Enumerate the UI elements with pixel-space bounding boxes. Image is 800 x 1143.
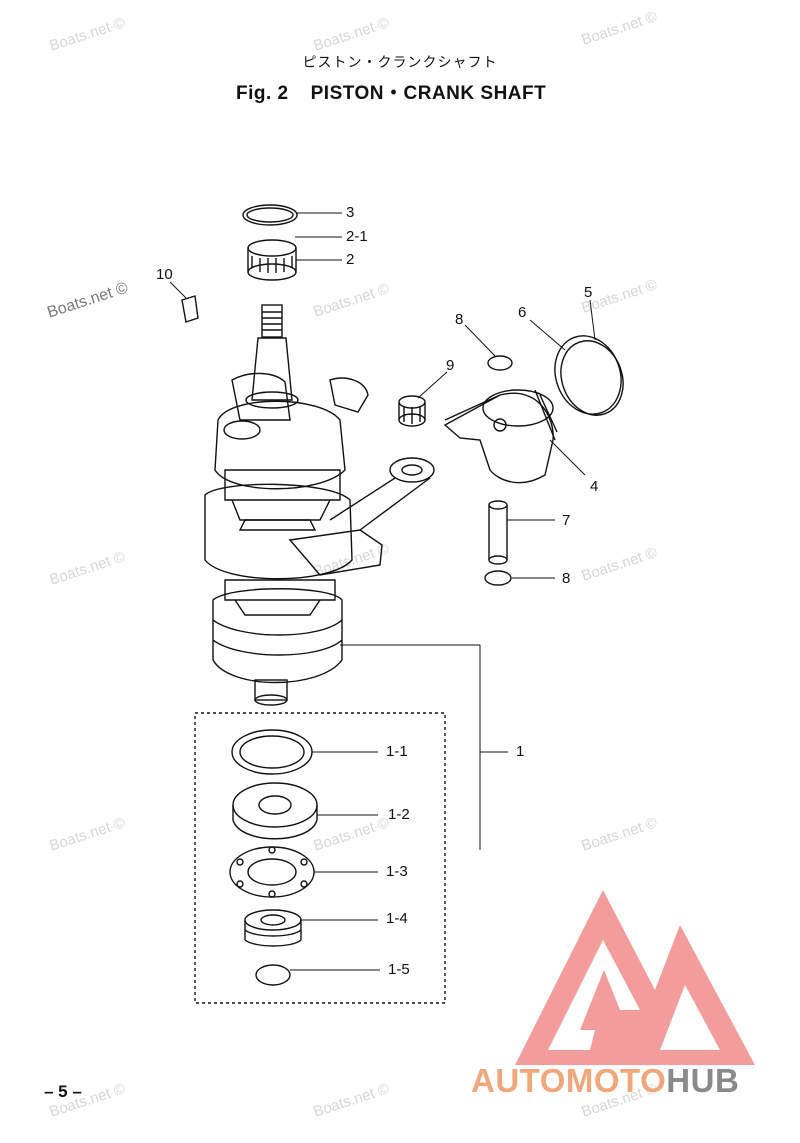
circlip-part-8-lower <box>484 570 512 586</box>
callout-1: 1 <box>516 743 525 760</box>
figure-label: Fig. 2 <box>236 83 289 104</box>
woodruff-key-part-10 <box>181 295 199 323</box>
figure-title: Fig. 2 PISTON・CRANK SHAFT <box>236 78 546 105</box>
brand-wordmark-part2: HUB <box>666 1062 740 1099</box>
brand-wordmark: AUTOMOTOHUB <box>471 1062 739 1100</box>
crankshaft-assembly <box>204 304 383 706</box>
circlip-part-8 <box>487 355 513 371</box>
callout-4: 4 <box>590 478 599 495</box>
brand-logo-icon <box>515 890 755 1065</box>
callout-1-1: 1-1 <box>386 743 408 760</box>
small-end-bearing-part-9 <box>398 395 426 427</box>
callout-10: 10 <box>156 266 173 283</box>
leader-lines <box>169 212 596 971</box>
callout-9: 9 <box>446 357 455 374</box>
ring-part-3 <box>242 204 298 226</box>
callout-2-1: 2-1 <box>346 228 368 245</box>
needle-bearing-part-2 <box>247 239 297 281</box>
callout-7: 7 <box>562 512 571 529</box>
page-number: – 5 – <box>44 1082 82 1101</box>
callout-1-5: 1-5 <box>388 961 410 978</box>
callout-1-3: 1-3 <box>386 863 408 880</box>
callout-5: 5 <box>584 284 593 301</box>
callout-8-upper: 8 <box>455 311 464 328</box>
callout-1-2: 1-2 <box>388 806 410 823</box>
brand-wordmark-part1: AUTOMOTO <box>471 1062 667 1099</box>
japanese-title: ピストン・クランクシャフト <box>302 55 498 71</box>
piston-part-4 <box>443 389 558 484</box>
figure-name: PISTON・CRANK SHAFT <box>310 83 547 104</box>
callout-1-4: 1-4 <box>386 910 408 927</box>
piston-pin-part-7 <box>488 500 508 565</box>
callout-3: 3 <box>346 204 355 221</box>
piston-ring-part-6 <box>560 340 624 416</box>
callout-8-lower: 8 <box>562 570 571 587</box>
callout-6: 6 <box>518 304 527 321</box>
callout-2: 2 <box>346 251 355 268</box>
ball-bearing-part-1-2 <box>232 782 318 840</box>
connecting-rod <box>329 457 435 531</box>
plate-part-1-3 <box>229 846 315 898</box>
circlip-part-1-5 <box>255 964 291 986</box>
collar-part-1-4 <box>244 909 302 947</box>
